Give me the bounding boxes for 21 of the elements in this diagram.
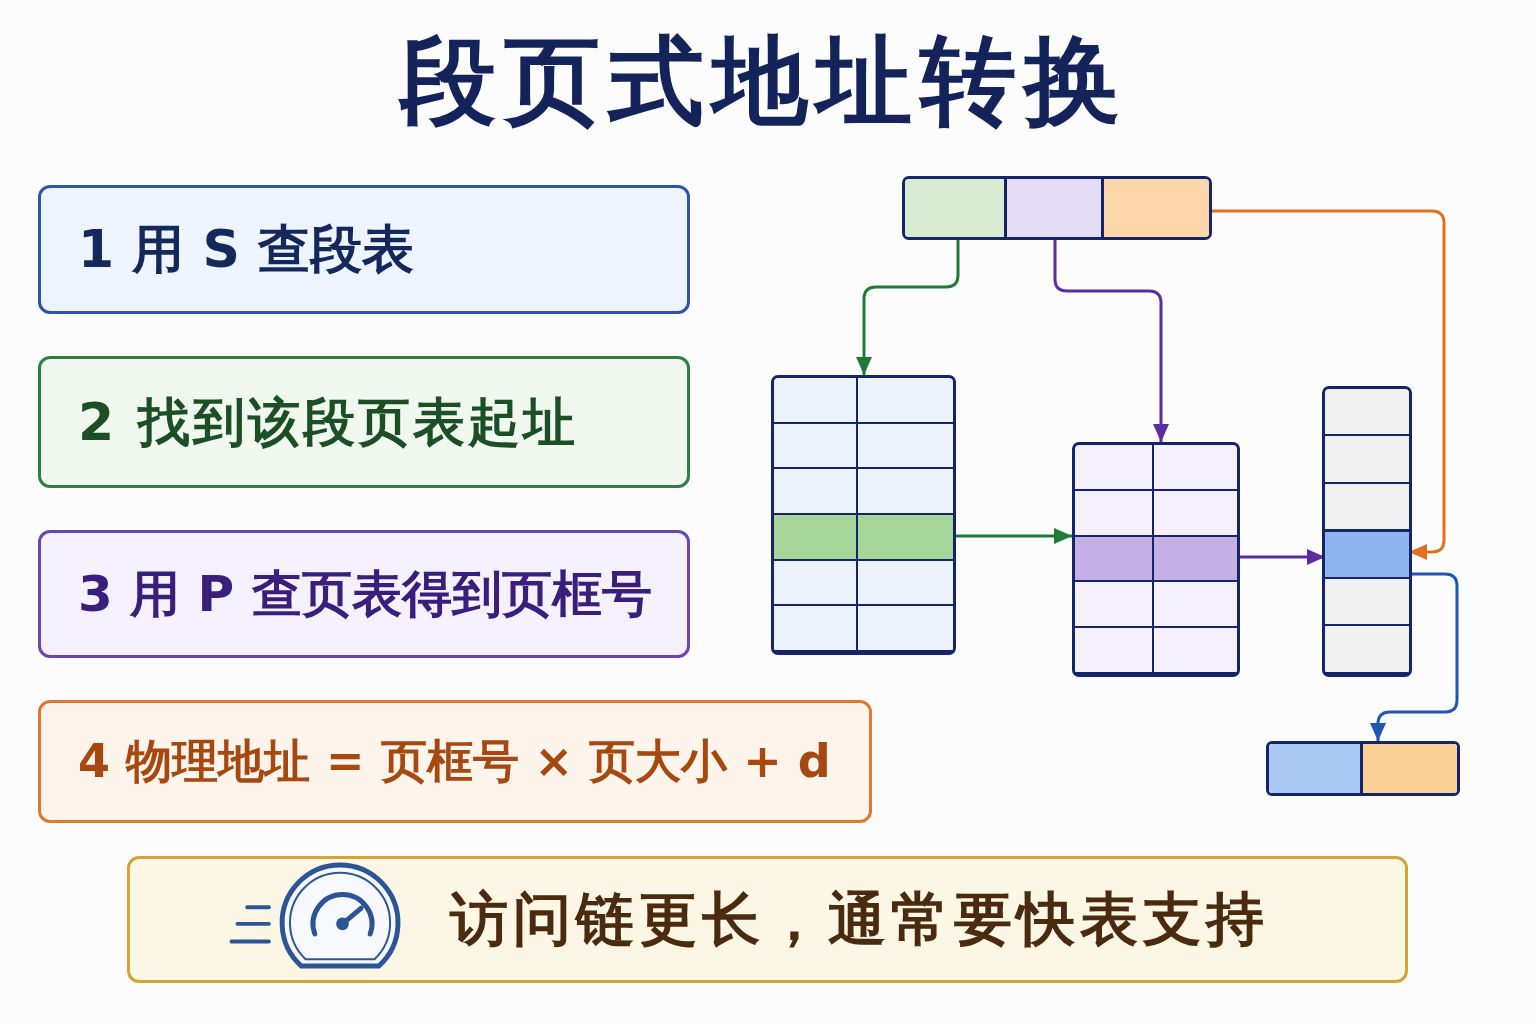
step-box: 2 找到该段页表起址 (38, 356, 690, 488)
address-bar (902, 176, 1212, 240)
note-text: 访问链更长，通常要快表支持 (450, 884, 1269, 955)
title: 段页式地址转换 (397, 26, 1128, 137)
address-field (1363, 744, 1457, 793)
note-box (127, 856, 1408, 983)
table-row (774, 513, 953, 561)
step-box: 4 物理地址 = 页框号 × 页大小 + d (38, 700, 872, 823)
address-field (1104, 179, 1209, 237)
address-bar (1266, 741, 1460, 796)
page-table (1072, 442, 1240, 677)
frame-column (1322, 386, 1412, 677)
segment-table (771, 375, 956, 655)
step-box: 1 用 S 查段表 (38, 185, 690, 314)
arrow (1370, 572, 1459, 741)
table-row (1075, 534, 1237, 583)
address-field (1007, 179, 1104, 237)
address-field (1269, 744, 1363, 793)
step-box: 3 用 P 查页表得到页框号 (38, 530, 690, 658)
frame-row (1325, 529, 1409, 579)
address-field (905, 179, 1007, 237)
